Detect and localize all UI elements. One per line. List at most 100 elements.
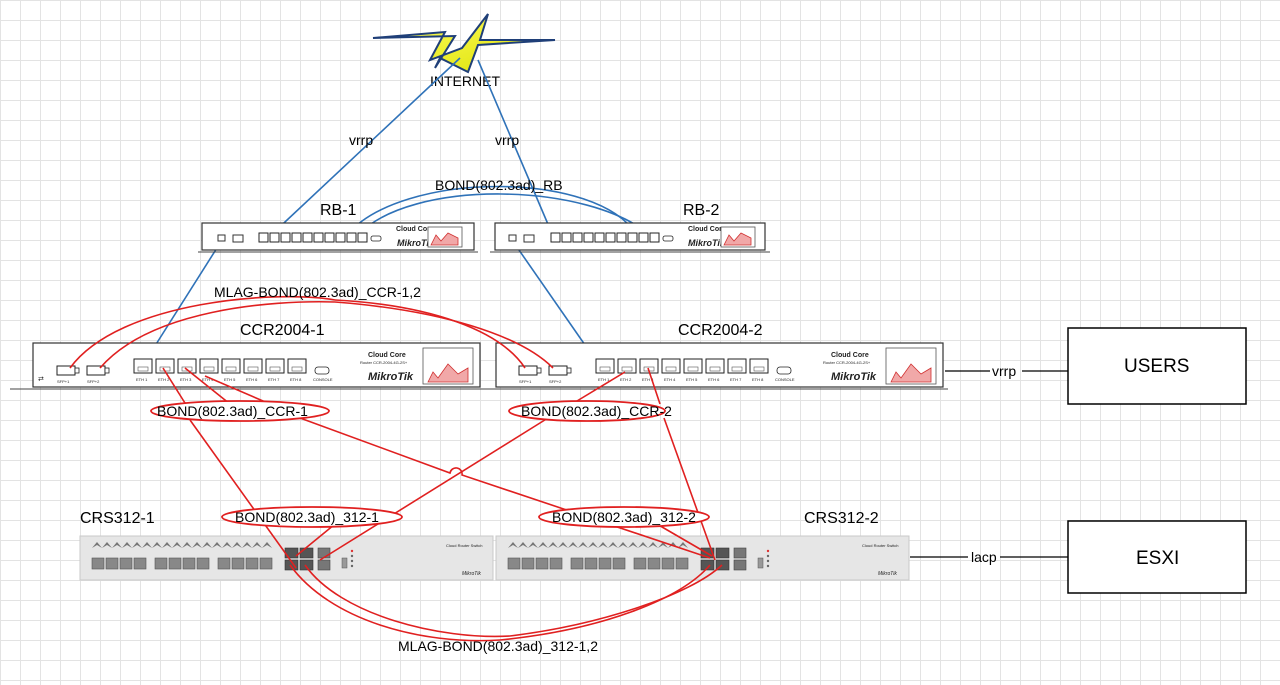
vrrp-right-label: vrrp — [495, 132, 519, 148]
rb1-title: RB-1 — [320, 202, 357, 219]
crs-copper-port — [182, 557, 196, 570]
rb-ethernet-port — [258, 232, 269, 243]
ccr-port-socket — [687, 366, 699, 372]
device-crs312-1[interactable]: Cloud Router Switch MikroTik CRS312-1 — [79, 510, 494, 581]
crs-vent — [678, 542, 688, 548]
crs-vent — [608, 542, 618, 548]
crs-vent — [658, 542, 668, 548]
crs-copper-port — [570, 557, 584, 570]
rb2-display — [720, 226, 756, 248]
crs-vent — [528, 542, 538, 548]
crs-vent — [568, 542, 578, 548]
ccr-ethernet-port — [155, 358, 175, 374]
device-rb-2[interactable]: Cloud Core MikroTik RB-2 — [490, 202, 770, 253]
mlag-312-label: MLAG-BOND(802.3ad)_312-1,2 — [398, 638, 598, 654]
crs-copper-port — [196, 557, 210, 570]
ccr-port-socket — [181, 366, 193, 372]
rb-console-port — [662, 235, 674, 242]
rb-ethernet-port — [550, 232, 561, 243]
crs-vent — [648, 542, 658, 548]
crs-copper-port — [521, 557, 535, 570]
ccr-port-label: ETH 7 — [730, 377, 742, 382]
crs-status-led — [766, 559, 770, 563]
rb-ethernet-port — [616, 232, 627, 243]
ccr-port-label: ETH 6 — [708, 377, 720, 382]
ccr-port-label: SFP+2 — [549, 379, 562, 384]
crs-vent — [618, 542, 628, 548]
ccr-ethernet-port — [221, 358, 241, 374]
crs-copper-port — [535, 557, 549, 570]
crs1-brand: Cloud Router Switch — [446, 543, 482, 548]
ccr-port-label: ETH 4 — [664, 377, 676, 382]
ellipse-bond-ccr2 — [508, 400, 666, 422]
crs-copper-port — [661, 557, 675, 570]
ccr2-bond-line-2 — [647, 367, 661, 405]
ccr1-to-crs1 — [189, 419, 297, 569]
users-endpoint[interactable]: vrrp USERS — [945, 327, 1247, 405]
crs-vent — [92, 542, 102, 548]
ccr-sfp-port — [56, 365, 76, 376]
ccr-port-socket — [137, 366, 149, 372]
ccr1-title: CCR2004-1 — [240, 322, 325, 339]
connection-labels: vrrp vrrp BOND(802.3ad)_RB MLAG-BOND(802… — [157, 132, 696, 654]
bond-ellipses — [150, 400, 710, 528]
crs1-title: CRS312-1 — [80, 510, 155, 527]
crs-vent — [152, 542, 162, 548]
ccr2-brand: Cloud Core — [831, 352, 869, 359]
device-rb-1[interactable]: Cloud Core MikroTik RB-1 — [198, 202, 478, 253]
internet-label: INTERNET — [430, 73, 500, 89]
crs-vent — [212, 542, 222, 548]
crs-copper-port — [633, 557, 647, 570]
ellipse-bond-312-2 — [538, 506, 710, 528]
ccr-ethernet-port — [683, 358, 703, 374]
crs-copper-port — [584, 557, 598, 570]
rb2-vendor: MikroTik — [688, 238, 726, 248]
rb2-sfp-port — [523, 234, 535, 243]
esxi-endpoint[interactable]: lacp ESXI — [910, 520, 1247, 594]
users-box — [1067, 327, 1247, 405]
ccr-port-socket — [247, 366, 259, 372]
rb-ethernet-port — [583, 232, 594, 243]
crs-usb-port — [341, 557, 348, 569]
ccr1-bond-line-3 — [204, 375, 271, 405]
ccr-sfp-module — [104, 367, 110, 374]
crs-vent — [548, 542, 558, 548]
ccr1-display — [422, 347, 474, 385]
rb-ethernet-port — [335, 232, 346, 243]
ccr2-title: CCR2004-2 — [678, 322, 763, 339]
crs1-vendor: MikroTik — [462, 571, 481, 577]
ccr-port-label: SFP+1 — [57, 379, 70, 384]
ccr2-to-crs1 — [319, 417, 549, 561]
ccr-port-label: ETH 1 — [136, 377, 148, 382]
bond-312-2-label: BOND(802.3ad)_312-2 — [552, 509, 696, 525]
crs-vent — [222, 542, 232, 548]
bond-rb-label: BOND(802.3ad)_RB — [435, 177, 563, 193]
ccr-ethernet-port — [705, 358, 725, 374]
rb2-usb-icon — [508, 234, 517, 242]
ccr-port-socket — [709, 366, 721, 372]
ccr-port-socket — [621, 366, 633, 372]
ellipse-bond-ccr1 — [150, 400, 330, 422]
mlag-ccr-arc-1 — [69, 295, 336, 369]
vrrp-link-left — [269, 57, 461, 237]
crs-copper-port — [647, 557, 661, 570]
crs-vent — [202, 542, 212, 548]
crs-status-led — [350, 559, 354, 563]
ccr-port-socket — [291, 366, 303, 372]
ccr-port-socket — [269, 366, 281, 372]
ccr2-to-crs2 — [663, 417, 716, 561]
ccr-port-label: SFP+2 — [87, 379, 100, 384]
bond-312-1-label: BOND(802.3ad)_312-1 — [235, 509, 379, 525]
crs-vent — [558, 542, 568, 548]
crs-copper-port — [259, 557, 273, 570]
ellipse-bond-312-1 — [221, 506, 403, 528]
rb-ethernet-port — [572, 232, 583, 243]
crs-status-led — [350, 564, 354, 568]
crs-mgmt-port — [733, 559, 747, 571]
ccr-ethernet-port — [727, 358, 747, 374]
ccr1-model: Router CCR-2004-4G-2S+ — [360, 360, 408, 365]
ccr2-display — [885, 347, 937, 385]
